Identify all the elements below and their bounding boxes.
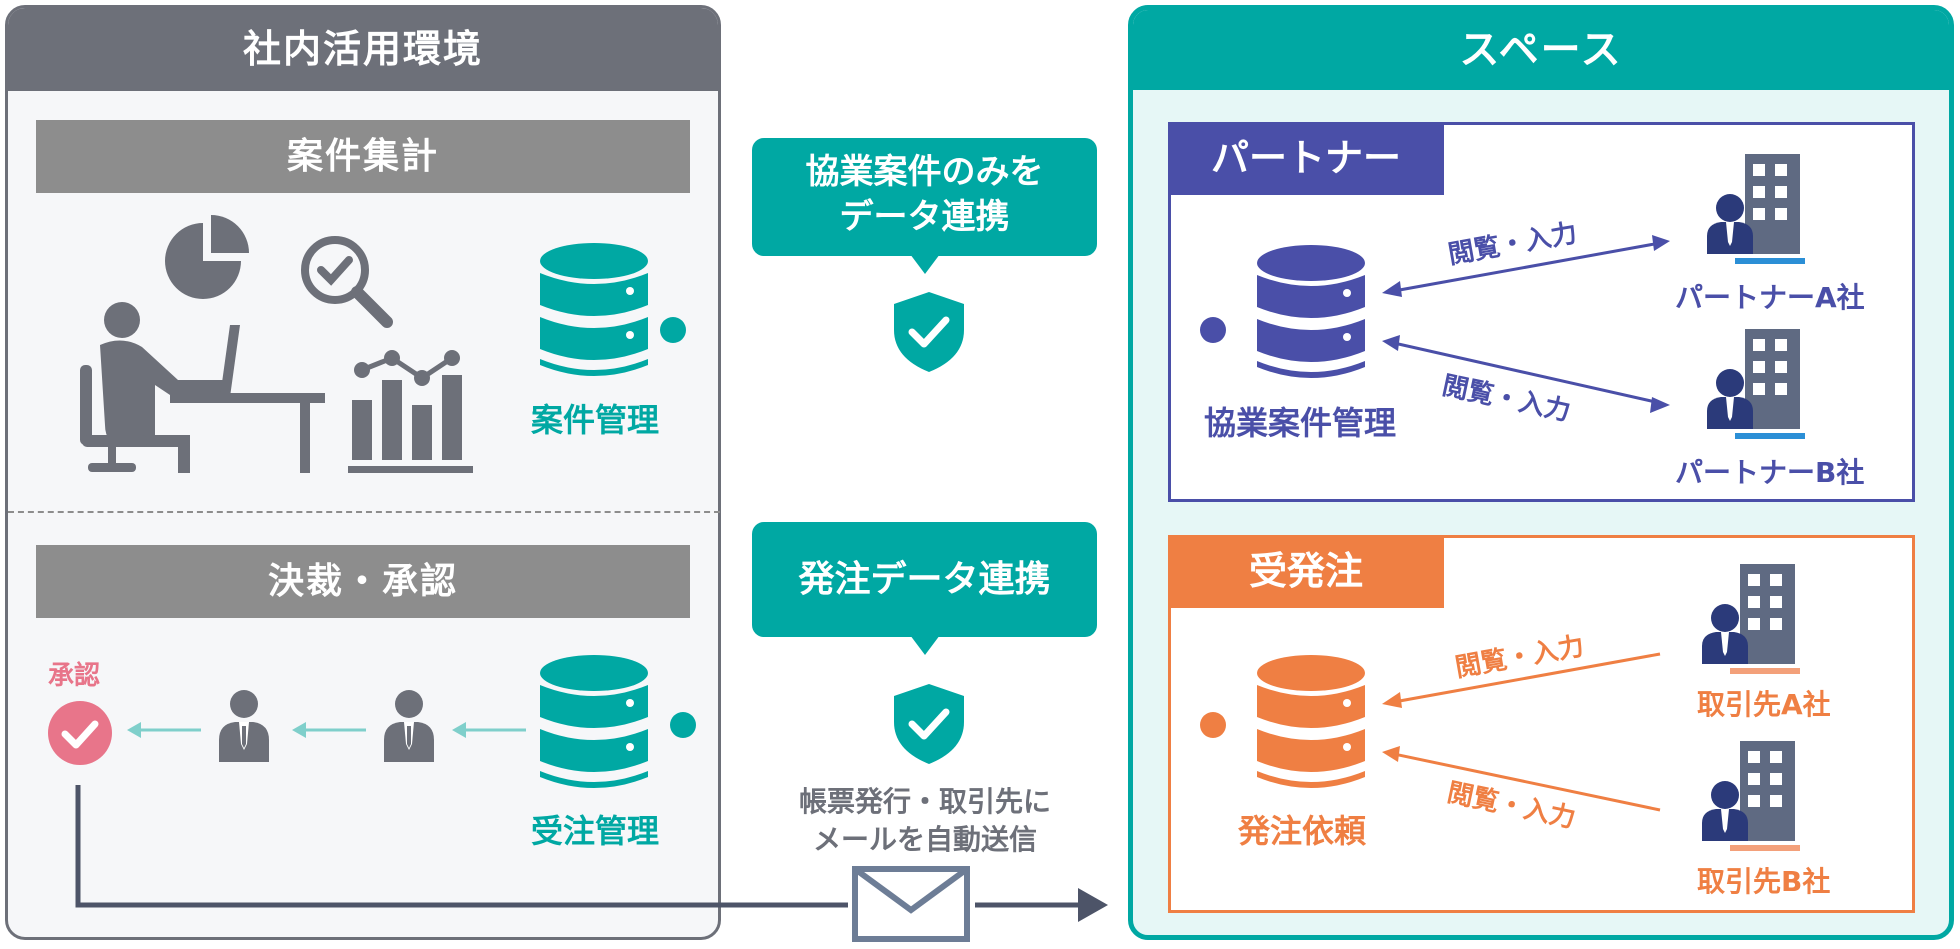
approval-check-icon <box>48 701 112 765</box>
callout-pointer <box>910 635 940 655</box>
mail-description: 帳票発行・取引先に メールを自動送信 <box>755 783 1095 859</box>
approver-person-icon <box>219 690 269 762</box>
callout-collab-line1: 協業案件のみを <box>805 152 1044 192</box>
section-divider <box>8 511 720 513</box>
case-management-label: 案件管理 <box>530 401 659 439</box>
database-icon-order-management <box>540 655 648 788</box>
mail-description-line2: メールを自動送信 <box>812 823 1037 856</box>
database-icon-case-management <box>540 243 648 376</box>
arrow-left-icon <box>292 722 366 738</box>
collab-cases-label: 協業案件管理 <box>1204 404 1397 442</box>
partner-arrows <box>1382 235 1670 413</box>
pie-chart-icon <box>165 215 249 299</box>
section-title-aggregation: 案件集計 <box>36 120 690 193</box>
callout-collab-sync: 協業案件のみを データ連携 <box>752 138 1097 256</box>
security-shield-icon-top <box>894 292 964 372</box>
space-title: スペース <box>1133 10 1949 90</box>
requester-person-icon <box>384 690 434 762</box>
approval-label: 承認 <box>48 661 101 691</box>
partner-tab: パートナー <box>1168 122 1444 195</box>
callout-order-sync: 発注データ連携 <box>752 522 1097 637</box>
order-management-label: 受注管理 <box>530 812 659 850</box>
security-shield-icon-bottom <box>894 684 964 764</box>
supplier-a-company-icon <box>1702 564 1800 674</box>
internal-environment-title: 社内活用環境 <box>8 8 718 91</box>
database-icon-purchase-request <box>1257 655 1365 788</box>
supplier-a-label: 取引先A社 <box>1697 688 1831 721</box>
callout-pointer <box>910 254 940 274</box>
analytics-chart-icon <box>348 350 473 473</box>
purchase-request-label: 発注依頼 <box>1238 812 1367 850</box>
partner-a-company-icon <box>1707 154 1805 264</box>
arrow-left-icon <box>127 722 201 738</box>
callout-collab-line2: データ連携 <box>839 197 1010 237</box>
supplier-b-company-icon <box>1702 741 1800 851</box>
arrow-left-icon <box>452 722 526 738</box>
mail-description-line1: 帳票発行・取引先に <box>798 785 1051 818</box>
supplier-arrows <box>1382 652 1661 812</box>
partner-b-label: パートナーB社 <box>1675 456 1865 489</box>
partner-b-company-icon <box>1707 329 1805 439</box>
magnifier-check-icon <box>301 236 393 328</box>
database-icon-collab-cases <box>1257 245 1365 378</box>
envelope-icon <box>852 866 970 942</box>
supplier-b-label: 取引先B社 <box>1697 865 1831 898</box>
order-tab: 受発注 <box>1168 535 1444 608</box>
partner-a-label: パートナーA社 <box>1675 281 1865 314</box>
worker-at-desk-icon <box>80 302 325 473</box>
section-title-approval: 決裁・承認 <box>36 545 690 618</box>
